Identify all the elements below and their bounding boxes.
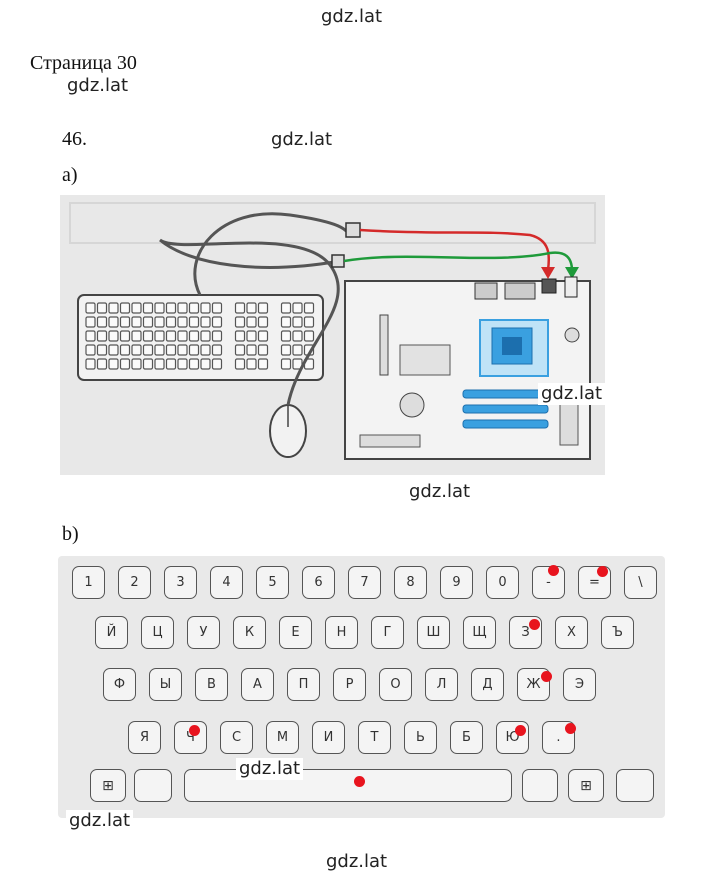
watermark-fig-a-inner: gdz.lat (538, 383, 606, 405)
part-b-label: b) (62, 523, 79, 545)
key-row1-5: 6 (302, 566, 335, 599)
key-row1-3: 4 (210, 566, 243, 599)
marker-dot (597, 566, 608, 577)
key-row1-0: 1 (72, 566, 105, 599)
key-row3-1: Ы (149, 668, 182, 701)
key-row3-7: Л (425, 668, 458, 701)
key-row2-2: У (187, 616, 220, 649)
key-row1-2: 3 (164, 566, 197, 599)
watermark-page: gdz.lat (64, 75, 132, 97)
key-row1-8: 9 (440, 566, 473, 599)
task-number: 46. (62, 128, 87, 150)
marker-dot (565, 723, 576, 734)
key-row4-4: И (312, 721, 345, 754)
key-row3-8: Д (471, 668, 504, 701)
page-label: Страница 30 (30, 52, 137, 74)
key-row3-0: Ф (103, 668, 136, 701)
key-row2-5: Н (325, 616, 358, 649)
key-row1-7: 8 (394, 566, 427, 599)
motherboard-illustration (344, 276, 591, 460)
watermark-top: gdz.lat (318, 6, 386, 28)
key-row3-4: П (287, 668, 320, 701)
windows-logo-icon: ⊞ (580, 777, 592, 794)
watermark-task: gdz.lat (268, 129, 336, 151)
key-row2-4: Е (279, 616, 312, 649)
key-row3-10: Э (563, 668, 596, 701)
windows-key-right: ⊞ (568, 769, 604, 802)
key-row2-3: К (233, 616, 266, 649)
mouse-illustration (269, 404, 307, 458)
key-row3-6: О (379, 668, 412, 701)
windows-logo-icon: ⊞ (102, 777, 114, 794)
watermark-fig-a-below: gdz.lat (406, 481, 474, 503)
key-row4-3: М (266, 721, 299, 754)
key-row4-5: Т (358, 721, 391, 754)
key-row2-8: Щ (463, 616, 496, 649)
figure-keyboard-motherboard (60, 195, 605, 475)
key-row4-7: Б (450, 721, 483, 754)
keyboard-illustration (77, 294, 324, 381)
key-row1-12: \ (624, 566, 657, 599)
key-row3-9: Ж (517, 668, 550, 701)
key-row4-6: Ь (404, 721, 437, 754)
key-row4-2: С (220, 721, 253, 754)
blank-key-right-2 (616, 769, 654, 802)
key-row2-0: Й (95, 616, 128, 649)
key-row1-11: = (578, 566, 611, 599)
key-row1-4: 5 (256, 566, 289, 599)
key-row2-11: Ъ (601, 616, 634, 649)
key-row2-1: Ц (141, 616, 174, 649)
space-bar (184, 769, 512, 802)
marker-dot (529, 619, 540, 630)
key-row3-2: В (195, 668, 228, 701)
watermark-fig-b-inner: gdz.lat (236, 758, 304, 780)
watermark-fig-b-left: gdz.lat (66, 810, 134, 832)
marker-dot (189, 725, 200, 736)
key-row1-6: 7 (348, 566, 381, 599)
key-row2-7: Ш (417, 616, 450, 649)
key-row3-3: А (241, 668, 274, 701)
key-row1-9: 0 (486, 566, 519, 599)
marker-dot (354, 776, 365, 787)
marker-dot (548, 565, 559, 576)
key-row4-0: Я (128, 721, 161, 754)
watermark-bottom: gdz.lat (323, 851, 391, 873)
key-row3-5: Р (333, 668, 366, 701)
windows-key-left: ⊞ (90, 769, 126, 802)
key-row2-6: Г (371, 616, 404, 649)
key-row2-10: Х (555, 616, 588, 649)
blank-key-left (134, 769, 172, 802)
key-row1-1: 2 (118, 566, 151, 599)
marker-dot (541, 671, 552, 682)
marker-dot (515, 725, 526, 736)
part-a-label: а) (62, 164, 78, 186)
blank-key-right-1 (522, 769, 558, 802)
